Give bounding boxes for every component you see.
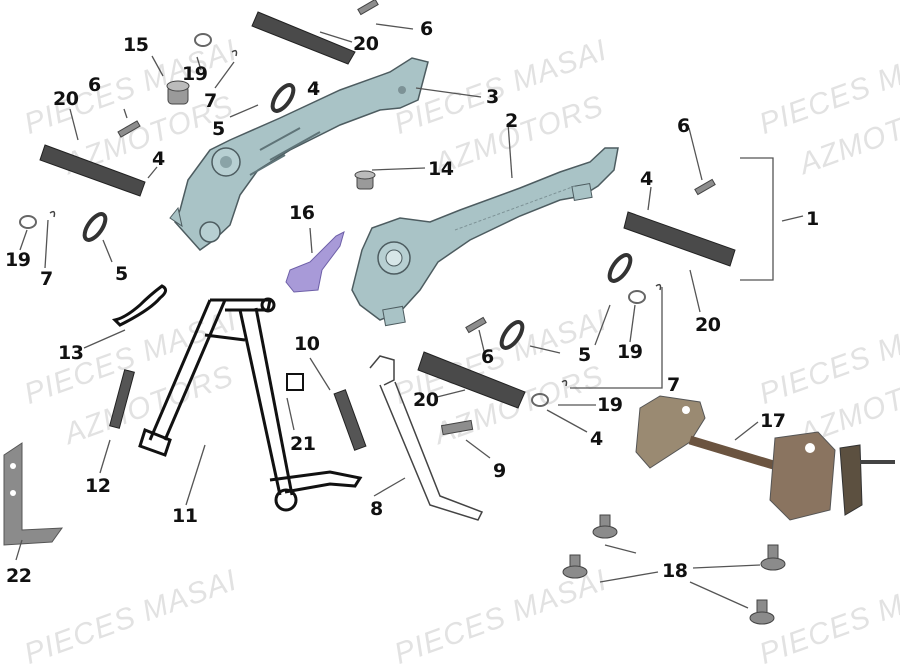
parts-diagram: PIECES MASAI AZMOTORS PIECES MASAI AZMOT…: [3, 0, 900, 671]
callout-label-20: 20: [695, 314, 721, 336]
callout-label-13: 13: [58, 342, 84, 364]
callout-label-4: 4: [640, 168, 653, 190]
callout-label-22: 22: [6, 565, 32, 587]
callout-label-5: 5: [578, 344, 591, 366]
callout-label-21: 21: [290, 433, 316, 455]
callout-label-4: 4: [307, 78, 320, 100]
callout-label-19: 19: [597, 394, 623, 416]
right-footrest-bracket: [351, 147, 619, 327]
parts-artwork: [3, 0, 895, 625]
callout-label-19: 19: [617, 341, 643, 363]
callout-label-20: 20: [53, 88, 79, 110]
callout-label-3: 3: [486, 86, 499, 108]
flange-bolts: [562, 514, 786, 625]
callout-label-19: 19: [182, 63, 208, 85]
callout-label-14: 14: [428, 158, 454, 180]
left-footrest-bracket: [169, 57, 429, 252]
footpeg-rubber-right: [623, 211, 736, 267]
callout-label-6: 6: [88, 74, 101, 96]
clip: [286, 373, 304, 391]
washers: [19, 33, 646, 407]
stand-stopper: [111, 284, 167, 327]
callout-label-15: 15: [123, 34, 149, 56]
callout-label-2: 2: [505, 110, 518, 132]
callout-label-20: 20: [353, 33, 379, 55]
callout-label-10: 10: [294, 333, 320, 355]
o-ring: [270, 83, 296, 113]
callout-label-7: 7: [204, 90, 217, 112]
purple-lever-plate: [285, 231, 345, 293]
callout-label-11: 11: [172, 505, 198, 527]
o-ring: [607, 253, 633, 283]
callout-label-4: 4: [152, 148, 165, 170]
callout-label-19: 19: [5, 249, 31, 271]
footpeg-rubber-center: [417, 351, 526, 409]
footrest-support-bar: [635, 395, 895, 521]
cotter-pins: [49, 49, 662, 387]
callout-label-16: 16: [289, 202, 315, 224]
callout-label-6: 6: [677, 115, 690, 137]
footpeg-rubber-left: [39, 144, 146, 197]
callout-label-18: 18: [662, 560, 688, 582]
callout-label-7: 7: [40, 268, 53, 290]
callout-label-7: 7: [667, 374, 680, 396]
callout-label-17: 17: [760, 410, 786, 432]
collars: [166, 80, 376, 190]
leader-lines: [15, 23, 804, 609]
callout-label-9: 9: [493, 460, 506, 482]
footpeg-rubber-top: [251, 11, 356, 65]
main-stand: [138, 297, 363, 512]
callout-label-20: 20: [413, 389, 439, 411]
callout-label-6: 6: [420, 18, 433, 40]
o-ring: [82, 212, 108, 242]
angle-bracket: [3, 442, 64, 546]
callout-label-5: 5: [212, 118, 225, 140]
callout-label-8: 8: [370, 498, 383, 520]
o-ring: [499, 320, 525, 350]
callout-label-1: 1: [806, 208, 819, 230]
callout-label-4: 4: [590, 428, 603, 450]
callout-label-6: 6: [481, 346, 494, 368]
side-stand: [369, 355, 484, 521]
bolts: [117, 0, 716, 436]
callout-label-12: 12: [85, 475, 111, 497]
callout-label-5: 5: [115, 263, 128, 285]
springs: [109, 369, 367, 451]
